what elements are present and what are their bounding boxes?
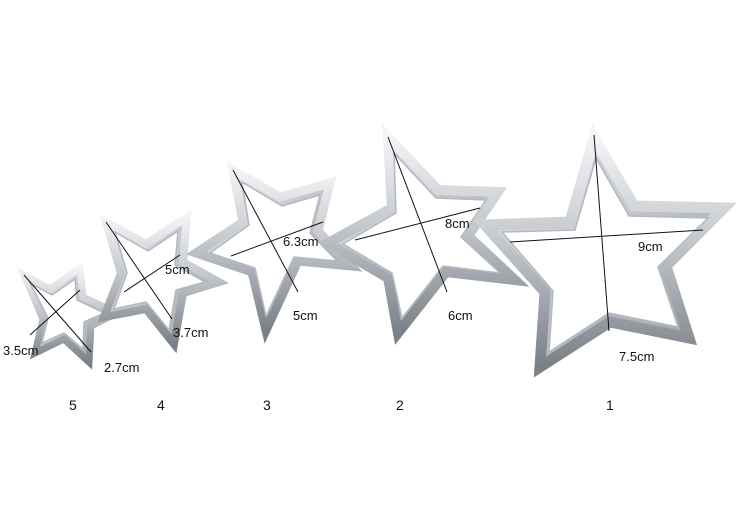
star-5-dimension-b: 2.7cm bbox=[104, 360, 140, 375]
star-cutter-4 bbox=[97, 209, 230, 354]
star-2-dimension-b: 6cm bbox=[448, 308, 473, 323]
star-2-index: 2 bbox=[396, 397, 404, 413]
star-cutter-5 bbox=[16, 261, 126, 370]
star-1-dimension-b: 7.5cm bbox=[619, 349, 655, 364]
star-2-dimension-a: 8cm bbox=[445, 216, 470, 231]
star-4-dimension-a: 5cm bbox=[165, 262, 190, 277]
star-cutter-3 bbox=[185, 161, 363, 344]
star-5-dimension-a: 3.5cm bbox=[3, 343, 39, 358]
star-3-index: 3 bbox=[263, 397, 271, 413]
star-5-index: 5 bbox=[69, 397, 77, 413]
star-4-dimension-b: 3.7cm bbox=[173, 325, 209, 340]
star-1-dimension-a: 9cm bbox=[638, 239, 663, 254]
star-cutter-1 bbox=[473, 124, 737, 378]
star-3-dimension-a: 6.3cm bbox=[283, 234, 319, 249]
star-cutter-2 bbox=[317, 123, 530, 345]
star-3-dimension-b: 5cm bbox=[293, 308, 318, 323]
star-1-index: 1 bbox=[606, 397, 614, 413]
star-4-index: 4 bbox=[157, 397, 165, 413]
